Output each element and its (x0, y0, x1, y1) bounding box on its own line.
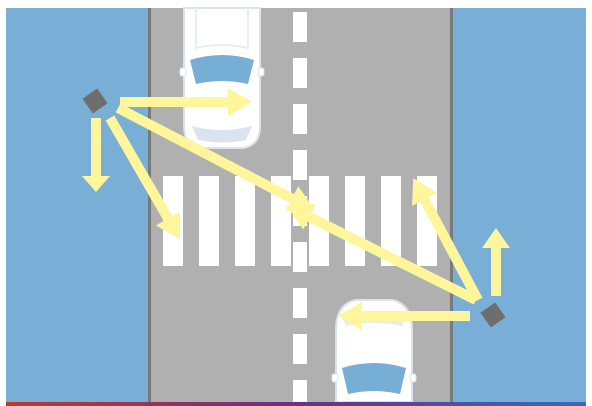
arrow-up-icon (482, 228, 510, 296)
bottom-accent-stripe (6, 402, 586, 406)
arrow-diagonal-long-icon (115, 103, 315, 211)
arrow-up-left-icon (412, 178, 483, 303)
left-pedestrian-marker (82, 88, 108, 114)
left-sidewalk (6, 8, 148, 402)
left-curb (148, 8, 151, 402)
arrow-down-right-icon (105, 115, 181, 240)
right-pedestrian-marker (480, 302, 506, 328)
arrow-left-icon (338, 302, 470, 330)
arrow-right-icon (120, 88, 252, 116)
bottom-car (331, 299, 417, 403)
arrow-diagonal-long-2-icon (286, 204, 479, 305)
top-car (179, 7, 265, 149)
right-sidewalk (452, 8, 586, 402)
right-curb (450, 8, 453, 402)
right-pedestrian-arrows (286, 178, 510, 330)
left-pedestrian-arrows (82, 88, 315, 240)
arrow-down-icon (82, 118, 110, 192)
